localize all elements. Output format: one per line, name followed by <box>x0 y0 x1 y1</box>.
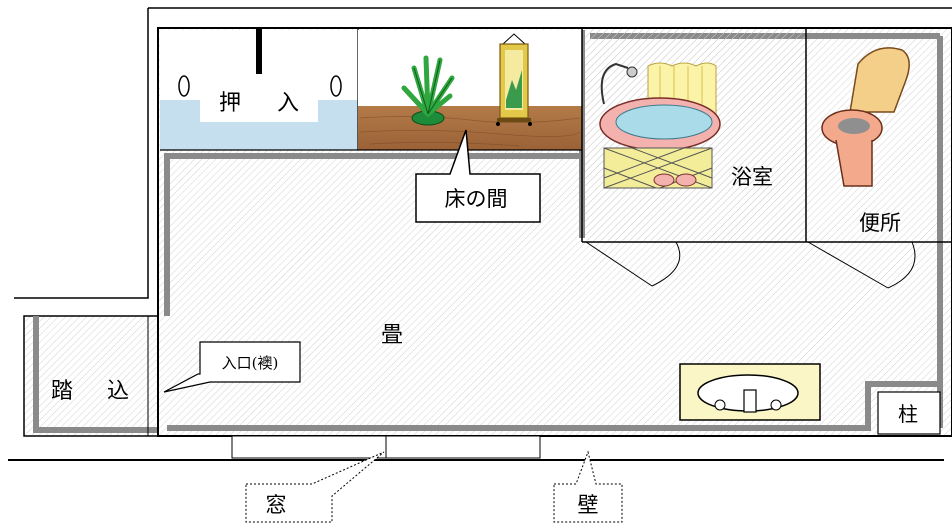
entrance-label: 入口(襖) <box>222 354 279 372</box>
pillar: 柱 <box>877 391 941 435</box>
window-label: 窓 <box>266 493 287 517</box>
bathroom: 浴室 <box>581 28 952 243</box>
tokonoma-alcove <box>358 30 582 150</box>
oshiire-label-1: 押 <box>219 91 241 116</box>
fumikomi-label-2: 込 <box>107 379 129 404</box>
bath-door-swing <box>585 241 681 287</box>
outer-wall-outline <box>14 7 952 299</box>
pillar-label: 柱 <box>898 402 918 426</box>
entrance-callout: 入口(襖) <box>163 341 301 393</box>
toilet-room: 便所 <box>821 47 910 235</box>
hanging-scroll-icon <box>496 33 532 126</box>
potted-plant-icon <box>401 55 455 126</box>
fumikomi-label-1: 踏 <box>51 379 73 404</box>
window-callout: 窓 <box>245 451 385 523</box>
tokonoma-label: 床の間 <box>445 187 508 211</box>
fumikomi-area <box>23 315 159 437</box>
toilet-door-swing <box>807 241 916 289</box>
bath-label: 浴室 <box>731 165 773 189</box>
tatami-label: 畳 <box>381 323 403 348</box>
oshiire-closet: 押 入 <box>160 28 359 150</box>
exterior-window-strip <box>8 435 944 461</box>
toilet-icon <box>821 47 910 187</box>
wall-label: 壁 <box>578 493 599 517</box>
sink-icon <box>679 363 821 421</box>
oshiire-label-2: 入 <box>277 91 299 116</box>
tokonoma-callout: 床の間 <box>415 129 541 223</box>
bathtub-icon <box>599 97 721 189</box>
toilet-label: 便所 <box>859 211 901 235</box>
wall-callout: 壁 <box>553 450 623 523</box>
shower-icon <box>600 62 638 105</box>
